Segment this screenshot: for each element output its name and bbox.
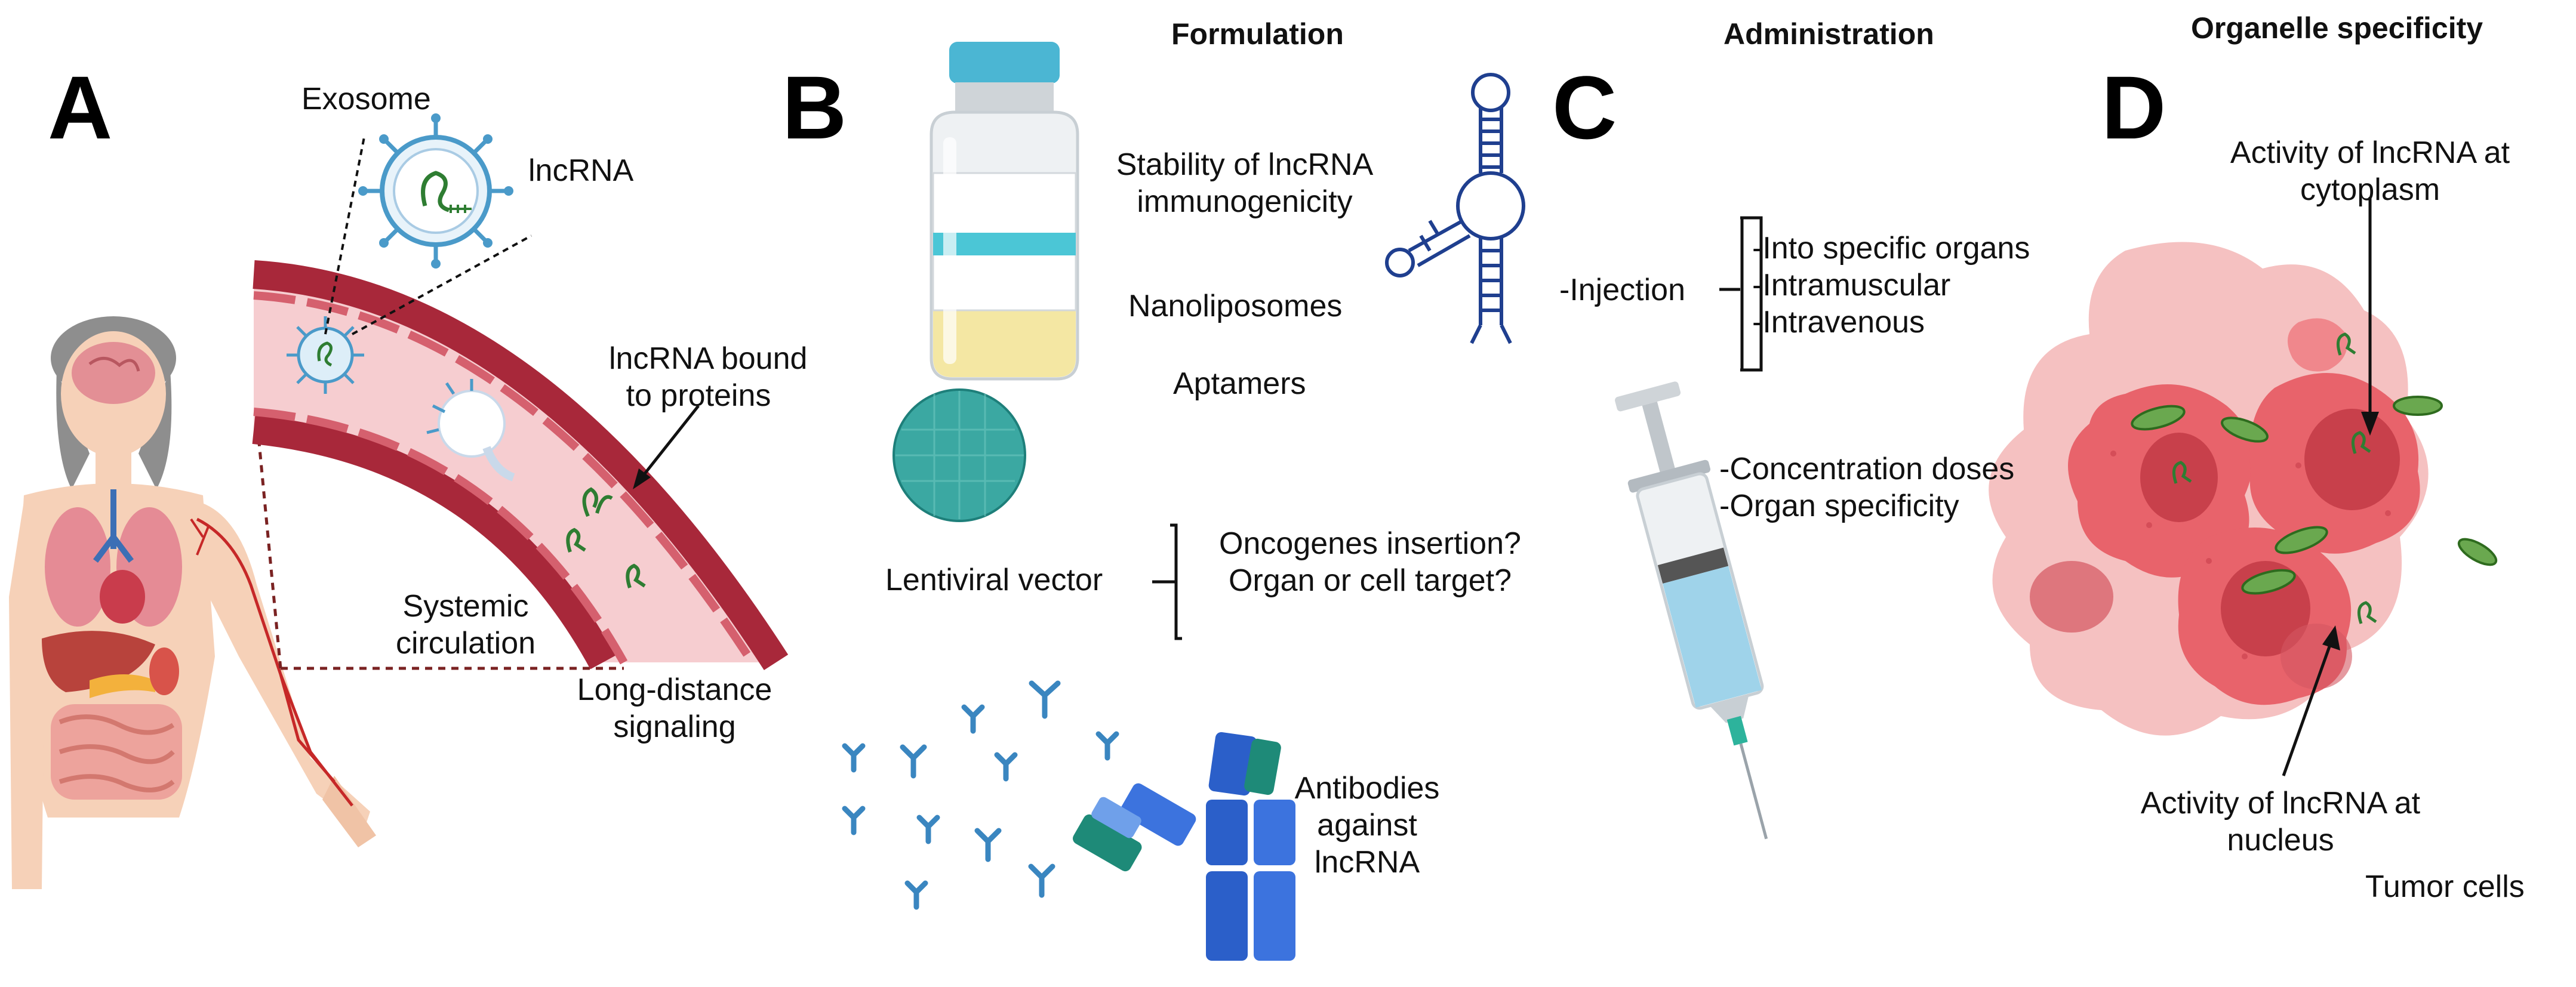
label-activity-cytoplasm: Activity of lncRNA at cytoplasm — [2167, 134, 2573, 208]
label-lncrna: lncRNA — [528, 153, 634, 188]
antibodies-icon — [842, 680, 1295, 961]
lungs-icon — [45, 507, 110, 627]
panel-label-a: A — [48, 57, 113, 158]
label-lncrna-bound-line2: to proteins — [626, 378, 771, 413]
label-concentration-doses: -Concentration doses — [1719, 452, 2015, 486]
label-long-distance-signaling: Long-distance signaling — [567, 671, 782, 745]
liver-icon — [42, 631, 155, 692]
label-exosome: Exosome — [301, 82, 431, 116]
label-lentiviral-questions: Oncogenes insertion? Organ or cell targe… — [1191, 525, 1549, 599]
nanoliposome-icon — [892, 388, 1026, 522]
label-routes: -Into specific organs -Intramuscular -In… — [1752, 230, 2030, 341]
rna-bound-proteins-icon — [566, 487, 646, 588]
header-administration: Administration — [1724, 17, 1934, 51]
label-long-distance-line2: signaling — [613, 710, 736, 744]
label-nucleus-line1: Activity of lncRNA at — [2140, 786, 2421, 821]
panel-label-d: D — [2101, 57, 2166, 158]
cell-uptake-icon — [426, 379, 515, 482]
label-cytoplasm-line1: Activity of lncRNA at — [2230, 135, 2510, 170]
label-route-organs: -Into specific organs — [1752, 231, 2030, 266]
label-antibodies-line3: lncRNA — [1314, 845, 1420, 880]
blood-vessel — [252, 260, 789, 671]
label-systemic-line2: circulation — [395, 626, 536, 661]
heart-icon — [100, 570, 145, 624]
human-body-illustration — [9, 316, 376, 889]
label-route-intramuscular: -Intramuscular — [1752, 268, 1951, 303]
label-antibodies: Antibodies against lncRNA — [1278, 770, 1457, 881]
label-tumor-cells: Tumor cells — [2365, 869, 2525, 904]
label-antibodies-line2: against — [1317, 808, 1417, 843]
tumor-cells-illustration — [1989, 242, 2498, 736]
panel-label-b: B — [782, 57, 847, 158]
rna-hairpin-icon — [1385, 73, 1525, 344]
label-activity-nucleus: Activity of lncRNA at nucleus — [2078, 785, 2483, 859]
label-lncrna-bound-line1: lncRNA bound — [609, 341, 808, 376]
label-nanoliposomes: Nanoliposomes — [1128, 289, 1343, 323]
label-route-intravenous: -Intravenous — [1752, 305, 1925, 340]
label-cytoplasm-line2: cytoplasm — [2300, 172, 2440, 207]
label-doses: -Concentration doses -Organ specificity — [1719, 451, 2014, 525]
label-stability-line2: immunogenicity — [1137, 184, 1353, 219]
label-injection: -Injection — [1559, 273, 1685, 307]
label-lentiviral-vector: Lentiviral vector — [885, 563, 1103, 597]
label-long-distance-line1: Long-distance — [577, 673, 773, 707]
label-systemic-circulation: Systemic circulation — [376, 588, 555, 662]
header-organelle-specificity: Organelle specificity — [2191, 11, 2483, 45]
header-formulation: Formulation — [1171, 17, 1344, 51]
label-stability-line1: Stability of lncRNA — [1116, 147, 1374, 182]
label-organ-specificity: -Organ specificity — [1719, 489, 1959, 523]
label-oncogenes: Oncogenes insertion? — [1219, 526, 1521, 561]
exosome-in-vessel-icon — [287, 316, 364, 394]
mitochondria-icon — [2131, 396, 2498, 595]
label-organ-target: Organ or cell target? — [1228, 563, 1512, 598]
vial-icon — [930, 42, 1079, 381]
panel-label-c: C — [1552, 57, 1617, 158]
label-stability: Stability of lncRNA immunogenicity — [1095, 146, 1394, 220]
label-lncrna-bound: lncRNA bound to proteins — [609, 340, 808, 414]
brain-icon — [72, 342, 155, 404]
label-nucleus-line2: nucleus — [2227, 823, 2334, 858]
exosome-icon — [358, 113, 513, 269]
nucleus-icon — [2140, 433, 2218, 522]
syringe-icon — [1615, 381, 1768, 840]
label-aptamers: Aptamers — [1173, 366, 1306, 401]
label-systemic-line1: Systemic — [402, 589, 529, 624]
label-antibodies-line1: Antibodies — [1294, 771, 1440, 806]
